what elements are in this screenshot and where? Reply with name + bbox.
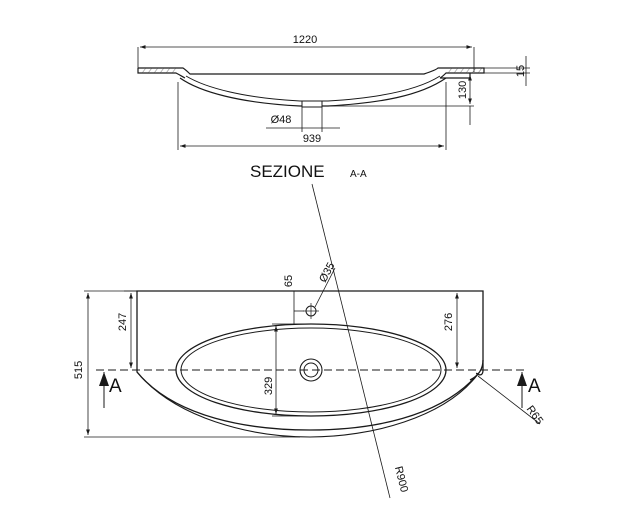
dim-939-label: 939 (303, 133, 321, 145)
section-arrow-right-head (517, 372, 527, 386)
dim-329-label: 329 (263, 377, 275, 395)
slab-hatch (141, 67, 483, 74)
section-slab-left-edge (137, 68, 186, 79)
dim-35-leader (314, 267, 336, 308)
dim-65-label: 65 (283, 275, 295, 287)
dim-r900-label: R900 (392, 465, 410, 493)
section-title: SEZIONE (250, 162, 325, 181)
dim-515-label: 515 (73, 361, 85, 379)
dim-35-label: Ø35 (317, 261, 337, 285)
section-label-right: A (528, 376, 541, 397)
plan-outline (136, 290, 484, 431)
plan-front-arc (136, 371, 479, 438)
section-bowl-inner (185, 75, 441, 102)
dim-r65-leader (477, 375, 541, 425)
dim-15-label: 15 (515, 65, 527, 77)
section-title-suffix: A-A (350, 169, 367, 180)
section-view: 1220 15 130 Ø48 (137, 34, 530, 181)
section-arrow-left-head (99, 372, 109, 386)
section-drain (301, 100, 323, 108)
section-label-left: A (109, 376, 122, 397)
dim-r65-label: R65 (524, 404, 546, 427)
plan-view: A A 515 247 329 65 Ø35 276 R900 R65 (73, 183, 546, 499)
dim-247-label: 247 (117, 313, 129, 331)
plan-outline-right-corner (469, 359, 484, 381)
dim-r900-leader (311, 183, 391, 499)
dim-1220-label: 1220 (293, 34, 317, 46)
dim-48-label: Ø48 (271, 114, 292, 126)
dim-130-label: 130 (457, 81, 469, 99)
dim-276-label: 276 (443, 313, 455, 331)
section-slab (138, 67, 485, 79)
